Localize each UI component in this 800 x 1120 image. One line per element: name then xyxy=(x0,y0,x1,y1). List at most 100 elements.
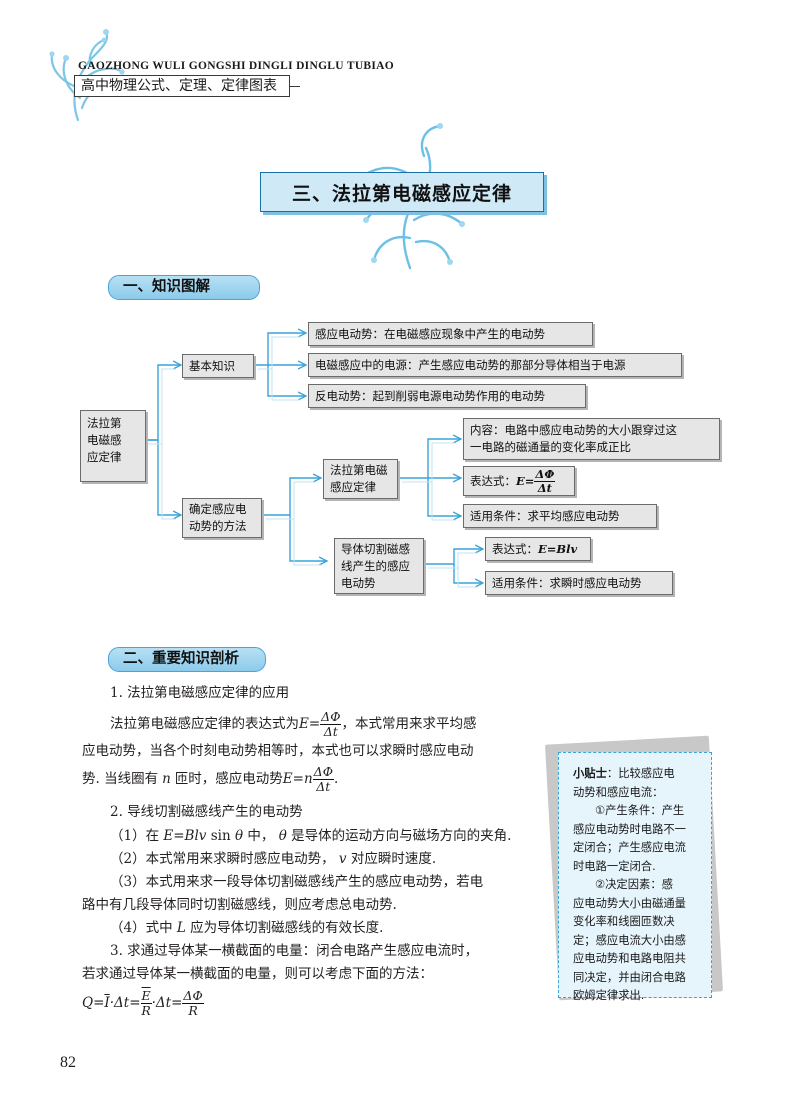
header-divider xyxy=(290,86,300,87)
mindmap-method-node: 确定感应电 动势的方法 xyxy=(182,498,262,538)
mindmap-cutting-line: 导体切割磁感 xyxy=(341,542,410,556)
mindmap-basic-item-source: 电磁感应中的电源：产生感应电动势的那部分导体相当于电源 xyxy=(308,353,682,377)
fraction-denominator: R xyxy=(188,1002,198,1018)
equation-fraction: ΔΦ Δt xyxy=(320,708,342,739)
mindmap-basic-item-label: 反电动势：起到削弱电源电动势作用的电动势 xyxy=(315,388,545,403)
mindmap-cutting-expression-node: 表达式： E=Blv xyxy=(485,537,591,561)
mindmap-cutting-scope-label: 适用条件：求瞬时感应电动势 xyxy=(492,575,642,590)
paragraph-line: （1）在 E=Blv sin θ 中， θ 是导体的运动方向与磁场方向的夹角. xyxy=(110,826,511,846)
tip-line: ①产生条件：产生 xyxy=(595,804,685,817)
mindmap-cutting-scope-node: 适用条件：求瞬时感应电动势 xyxy=(485,571,673,595)
text-run: . xyxy=(333,771,339,787)
mindmap-basic-label: 基本知识 xyxy=(189,358,235,373)
tip-line: 定；感应电流大小由感 xyxy=(573,933,686,947)
tip-line: ：比较感应电 xyxy=(606,767,675,780)
fraction-numerator: ΔΦ xyxy=(534,466,556,482)
mindmap-method-line: 确定感应电 xyxy=(189,502,247,516)
variable-theta: θ xyxy=(278,828,287,844)
formula-fraction: E R xyxy=(140,987,152,1018)
variable-n: n xyxy=(162,771,171,787)
heading-charge: 3. 求通过导体某一横截面的电量：闭合电路产生感应电流时， xyxy=(110,943,479,959)
expression-fraction: ΔΦ Δt xyxy=(534,466,556,495)
text-run: 中， xyxy=(247,828,275,844)
fraction-denominator: Δt xyxy=(323,723,338,739)
formula-lhs: Q= xyxy=(82,995,105,1011)
text-run: 法拉第电磁感应定律的表达式为 xyxy=(110,716,299,732)
text-run: （1）在 xyxy=(110,828,160,844)
text-run: 应为导体切割磁感线的有效长度. xyxy=(190,920,384,936)
text-run: 对应瞬时速度. xyxy=(350,851,437,867)
expression-lhs: E= xyxy=(516,473,535,488)
fraction-denominator: R xyxy=(141,1002,151,1018)
fraction-numerator: ΔΦ xyxy=(182,987,204,1004)
expression-prefix: 表达式： xyxy=(470,473,516,488)
mindmap-basic-item-back-emf: 反电动势：起到削弱电源电动势作用的电动势 xyxy=(308,384,586,408)
paragraph-line: （3）本式用来求一段导体切割磁感线产生的感应电动势，若电 xyxy=(110,874,484,890)
variable-v: v xyxy=(338,851,347,867)
mindmap-faraday-node: 法拉第电磁 感应定律 xyxy=(323,459,398,499)
paragraph-line: （4）式中 L 应为导体切割磁感线的有效长度. xyxy=(110,918,383,938)
mindmap-root-node: 法拉第 电磁感 应定律 xyxy=(80,410,146,482)
paragraph-line: （2）本式常用来求瞬时感应电动势， v 对应瞬时速度. xyxy=(110,849,436,869)
equation-lhs: E= xyxy=(299,716,321,732)
expression-formula: E=Blv xyxy=(538,541,578,556)
section-title-diagram: 一、知识图解 xyxy=(108,275,260,300)
fraction-denominator: Δt xyxy=(316,778,331,794)
tip-line: 定闭合；产生感应电流 xyxy=(573,841,686,854)
mindmap-faraday-expression-node: 表达式： E= ΔΦ Δt xyxy=(463,466,575,496)
tip-line: 同决定，并由闭合电路 xyxy=(573,970,686,984)
tip-line: 应电动势和电路电阻共 xyxy=(573,952,686,965)
mindmap-method-line: 动势的方法 xyxy=(189,519,247,533)
paragraph-line: 势. 当线圈有 n 匝时，感应电动势 E=n ΔΦ Δt . xyxy=(82,764,338,794)
tip-line: 变化率和线圈匝数决 xyxy=(573,915,675,928)
mindmap-root-line: 法拉第 xyxy=(87,416,122,430)
paragraph-line: 路中有几段导体同时切割磁感线，则应考虑总电动势. xyxy=(82,897,397,913)
mindmap-faraday-content-line: 内容：电路中感应电动势的大小跟穿过这 xyxy=(470,423,677,437)
formula-op: ·Δt= xyxy=(151,995,183,1011)
mindmap-basic-node: 基本知识 xyxy=(182,354,254,378)
equation-lhs: E=n xyxy=(282,771,313,787)
text-run: ，本式常用来求平均感 xyxy=(341,716,477,732)
text-run: sin xyxy=(210,828,231,844)
mindmap-basic-item-label: 电磁感应中的电源：产生感应电动势的那部分导体相当于电源 xyxy=(315,357,626,372)
text-run: （4）式中 xyxy=(110,920,173,936)
mindmap-faraday-line: 感应定律 xyxy=(330,480,376,494)
fraction-numerator: ΔΦ xyxy=(312,763,334,780)
formula-op: ·Δt= xyxy=(109,995,141,1011)
tip-box: 小贴士：比较感应电 动势和感应电流： ①产生条件：产生 感应电动势时电路不一 定… xyxy=(558,752,712,1002)
page-number: 82 xyxy=(60,1054,76,1071)
paragraph-line: 法拉第电磁感应定律的表达式为 E= ΔΦ Δt ，本式常用来求平均感 xyxy=(110,709,476,739)
tip-label: 小贴士 xyxy=(573,767,607,780)
average-current: I xyxy=(104,995,110,1011)
tip-line: 动势和感应电流： xyxy=(573,785,664,799)
mindmap-cutting-line: 线产生的感应 xyxy=(341,559,410,573)
paragraph-line: 应电动势，当各个时刻电动势相等时，本式也可以求瞬时感应电动 xyxy=(82,743,474,759)
text-run: 势. 当线圈有 xyxy=(82,771,159,787)
formula-blv: E=Blv xyxy=(163,828,207,844)
mindmap-cutting-node: 导体切割磁感 线产生的感应 电动势 xyxy=(334,538,424,594)
header-title-en: GAOZHONG WULI GONGSHI DINGLI DINGLU TUBI… xyxy=(78,60,395,72)
fraction-denominator: Δt xyxy=(537,480,552,495)
mindmap-basic-item-label: 感应电动势：在电磁感应现象中产生的电动势 xyxy=(315,326,545,341)
text-run: 是导体的运动方向与磁场方向的夹角. xyxy=(291,828,512,844)
tip-line: 应电动势大小由磁通量 xyxy=(573,896,686,910)
mindmap-faraday-content-node: 内容：电路中感应电动势的大小跟穿过这 一电路的磁通量的变化率成正比 xyxy=(463,418,720,460)
heading-wire-cutting: 2. 导线切割磁感线产生的电动势 xyxy=(110,804,303,820)
expression-prefix: 表达式： xyxy=(492,541,538,556)
section-title-analysis: 二、重要知识剖析 xyxy=(108,647,266,672)
variable-theta: θ xyxy=(234,828,244,844)
tip-line: 时电路一定闭合. xyxy=(573,859,656,873)
tip-line: ②决定因素：感 xyxy=(595,878,673,891)
chapter-title: 三、法拉第电磁感应定律 xyxy=(260,172,544,212)
tip-line: 感应电动势时电路不一 xyxy=(573,822,686,836)
equation-fraction: ΔΦ Δt xyxy=(312,763,334,794)
formula-fraction: ΔΦ R xyxy=(182,987,204,1018)
header-title-cn: 高中物理公式、定理、定律图表 xyxy=(74,75,290,97)
mindmap-cutting-line: 电动势 xyxy=(341,576,376,590)
fraction-numerator: E xyxy=(140,987,152,1004)
text-run: （2）本式常用来求瞬时感应电动势， xyxy=(110,851,335,867)
variable-L: L xyxy=(176,920,186,936)
mindmap-root-line: 应定律 xyxy=(87,450,122,464)
fraction-numerator: ΔΦ xyxy=(320,708,342,725)
mindmap-faraday-line: 法拉第电磁 xyxy=(330,463,388,477)
